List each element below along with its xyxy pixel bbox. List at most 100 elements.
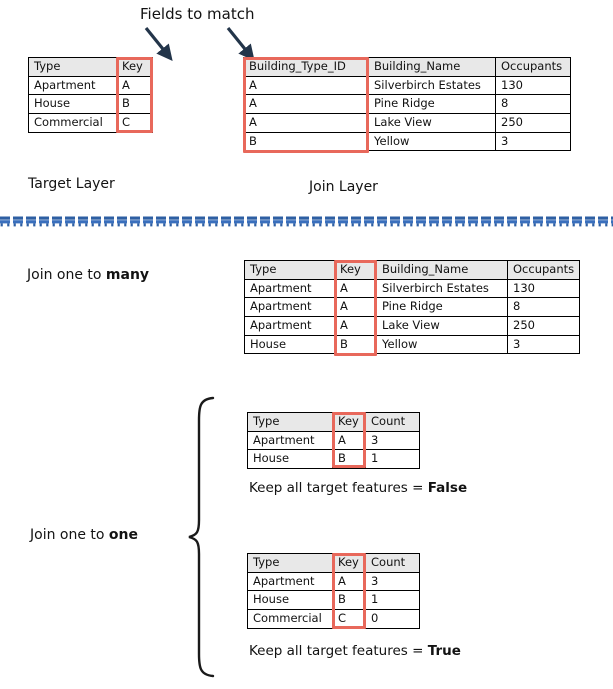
cell-building-name: Pine Ridge — [376, 297, 508, 317]
join-one-to-one-label: Join one to one — [30, 527, 138, 543]
cell-key: A — [334, 297, 377, 317]
cell-occupants: 8 — [506, 297, 581, 317]
cell-key: B — [332, 449, 366, 469]
one-to-one-true-table: Type Key Count Apartment A 3 House B 1 C… — [247, 553, 420, 629]
table-row: Apartment A — [28, 75, 153, 96]
cell-occupants: 250 — [506, 315, 581, 336]
table-row: House B 1 — [247, 449, 420, 469]
cell-occupants: 8 — [495, 94, 571, 114]
cell-key: B — [116, 94, 153, 114]
column-header-key: Key — [334, 260, 377, 280]
cell-building-type-id: A — [243, 112, 369, 133]
cell-building-name: Lake View — [376, 315, 508, 336]
curly-brace-icon — [188, 396, 215, 678]
target-layer-label: Target Layer — [28, 176, 115, 192]
fields-to-match-caption: Fields to match — [140, 5, 255, 23]
cell-occupants: 130 — [495, 75, 571, 96]
cell-count: 1 — [365, 590, 420, 610]
cell-building-name: Pine Ridge — [368, 94, 496, 114]
column-header-key: Key — [332, 553, 366, 573]
one-to-one-false-table-wrap: Type Key Count Apartment A 3 House B 1 — [247, 412, 420, 469]
join-layer-label: Join Layer — [309, 179, 378, 195]
dashed-divider-icon — [0, 216, 613, 227]
cell-count: 3 — [365, 430, 420, 451]
column-header-key: Key — [116, 57, 153, 77]
arrow-to-join-key-icon — [226, 26, 255, 61]
column-header-type: Type — [28, 57, 117, 77]
cell-type: House — [247, 590, 333, 610]
table-row: B Yellow 3 — [243, 131, 571, 152]
column-header-type: Type — [247, 412, 333, 432]
one-to-one-false-table: Type Key Count Apartment A 3 House B 1 — [247, 412, 420, 469]
cell-building-name: Silverbirch Estates — [376, 278, 508, 299]
table-header-row: Type Key Count — [247, 412, 420, 432]
cell-building-name: Yellow — [376, 334, 508, 355]
join-one-to-many-label-emphasis: many — [105, 267, 150, 283]
cell-type: Apartment — [247, 571, 333, 592]
one-to-many-table: Type Key Building_Name Occupants Apartme… — [244, 260, 581, 355]
keep-true-prefix: Keep all target features = — [249, 643, 428, 659]
cell-type: Apartment — [247, 430, 333, 451]
cell-building-type-id: B — [243, 131, 369, 152]
join-one-to-many-label-prefix: Join one to — [27, 267, 106, 283]
cell-count: 3 — [365, 571, 420, 592]
cell-key: A — [332, 571, 366, 592]
column-header-count: Count — [365, 553, 420, 573]
cell-key: C — [116, 112, 153, 133]
cell-occupants: 3 — [495, 131, 571, 152]
table-row: Apartment A Silverbirch Estates 130 — [244, 278, 581, 299]
cell-type: House — [244, 334, 335, 355]
cell-occupants: 250 — [495, 112, 571, 133]
column-header-building-type-id: Building_Type_ID — [243, 57, 369, 77]
cell-type: Apartment — [28, 75, 117, 96]
table-row: House B 1 — [247, 590, 420, 610]
cell-type: Apartment — [244, 278, 335, 299]
keep-all-target-features-true-label: Keep all target features = True — [249, 643, 461, 659]
keep-true-emphasis: True — [427, 643, 461, 659]
arrow-to-target-key-icon — [144, 26, 173, 61]
column-header-occupants: Occupants — [495, 57, 571, 77]
column-header-type: Type — [247, 553, 333, 573]
cell-key: A — [334, 315, 377, 336]
table-header-row: Type Key — [28, 57, 153, 77]
join-one-to-one-label-prefix: Join one to — [30, 527, 109, 543]
target-layer-table: Type Key Apartment A House B Commercial … — [28, 57, 153, 133]
table-row: House B — [28, 94, 153, 114]
column-header-count: Count — [365, 412, 420, 432]
table-row: House B Yellow 3 — [244, 334, 581, 355]
table-row: Commercial C — [28, 112, 153, 133]
cell-key: C — [332, 608, 366, 629]
cell-building-name: Silverbirch Estates — [368, 75, 496, 96]
cell-building-name: Yellow — [368, 131, 496, 152]
cell-building-name: Lake View — [368, 112, 496, 133]
cell-key: B — [334, 334, 377, 355]
cell-type: House — [28, 94, 117, 114]
column-header-building-name: Building_Name — [368, 57, 496, 77]
cell-type: Apartment — [244, 315, 335, 336]
join-layer-table-wrap: Building_Type_ID Building_Name Occupants… — [243, 57, 571, 153]
table-row: A Lake View 250 — [243, 112, 571, 133]
table-header-row: Type Key Building_Name Occupants — [244, 260, 581, 280]
cell-type: Apartment — [244, 297, 335, 317]
cell-type: House — [247, 449, 333, 469]
table-row: Apartment A Lake View 250 — [244, 315, 581, 336]
table-row: Apartment A 3 — [247, 571, 420, 592]
table-row: A Silverbirch Estates 130 — [243, 75, 571, 96]
join-one-to-many-label: Join one to many — [27, 267, 149, 283]
cell-key: A — [332, 430, 366, 451]
one-to-many-table-wrap: Type Key Building_Name Occupants Apartme… — [244, 260, 581, 356]
column-header-building-name: Building_Name — [376, 260, 508, 280]
table-row: Apartment A 3 — [247, 430, 420, 451]
table-header-row: Type Key Count — [247, 553, 420, 573]
join-one-to-one-label-emphasis: one — [108, 527, 139, 543]
cell-type: Commercial — [28, 112, 117, 133]
column-header-occupants: Occupants — [506, 260, 581, 280]
target-layer-table-wrap: Type Key Apartment A House B Commercial … — [28, 57, 153, 133]
cell-occupants: 130 — [506, 278, 581, 299]
cell-type: Commercial — [247, 608, 333, 629]
table-row: A Pine Ridge 8 — [243, 94, 571, 114]
keep-false-emphasis: False — [427, 480, 468, 496]
table-row: Apartment A Pine Ridge 8 — [244, 297, 581, 317]
one-to-one-true-table-wrap: Type Key Count Apartment A 3 House B 1 C… — [247, 553, 420, 629]
table-row: Commercial C 0 — [247, 608, 420, 629]
